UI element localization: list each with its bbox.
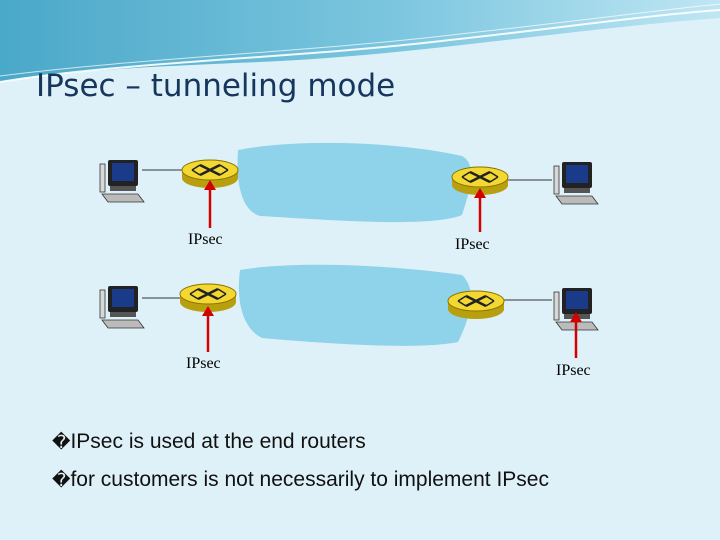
bullet-item: �IPsec is used at the end routers [52,430,366,454]
router-icon [446,289,506,321]
network-cloud-icon [238,264,471,346]
header-swoosh-decoration [0,0,720,83]
bullet-glyph: � [52,470,71,490]
computer-icon [99,285,145,329]
slide-title: IPsec – tunneling mode [36,68,396,104]
bullet-glyph: � [52,432,71,452]
ipsec-label-bottom-left: IPsec [186,355,221,372]
computer-icon [99,159,145,203]
network-cloud-icon [237,142,472,223]
computer-icon [553,161,599,205]
bullet-text: for customers is not necessarily to impl… [70,468,549,491]
bullet-item: �for customers is not necessarily to imp… [52,468,549,492]
ipsec-label-top-left: IPsec [188,231,223,248]
ipsec-label-bottom-right: IPsec [556,362,591,379]
tunnel-diagram [99,142,599,358]
ipsec-label-top-right: IPsec [455,236,490,253]
bullet-text: IPsec is used at the end routers [70,430,366,453]
